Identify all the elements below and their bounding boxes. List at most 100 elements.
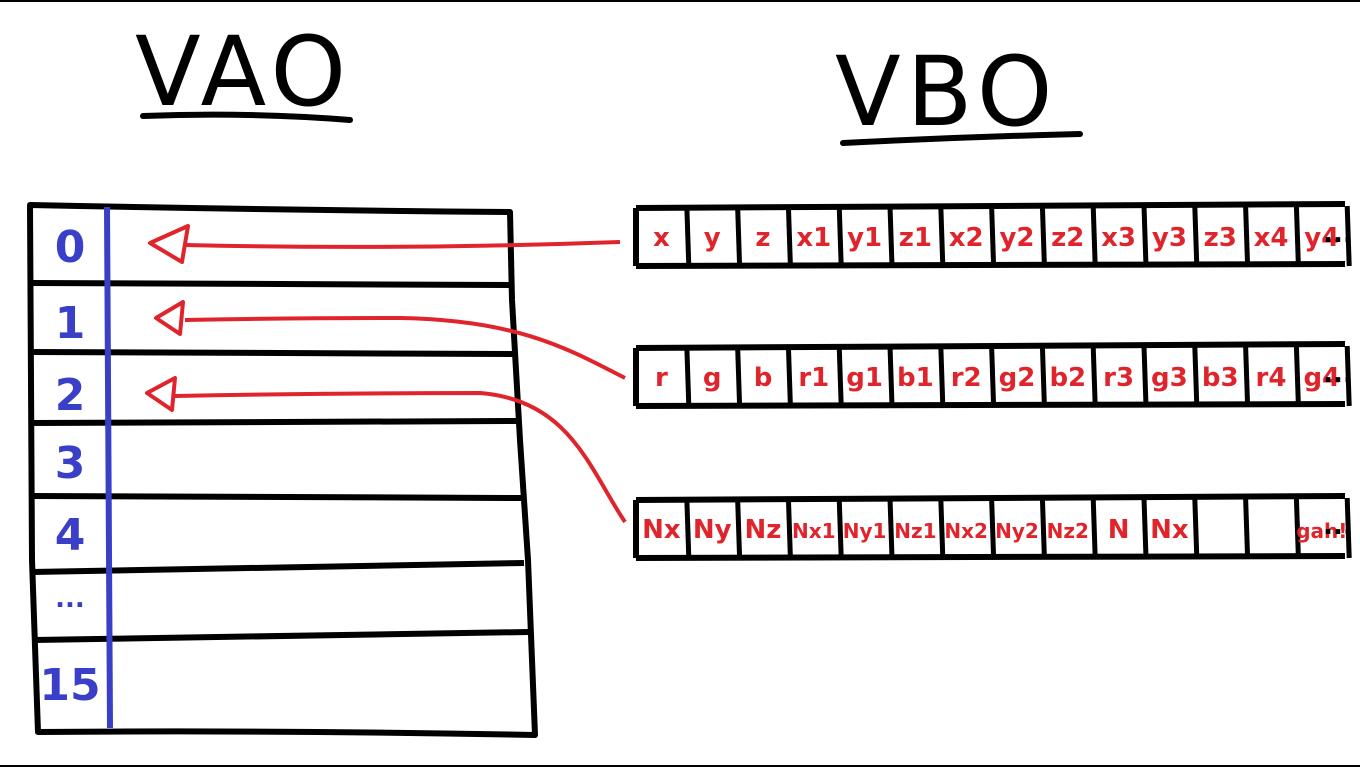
vao-row-divider [33,629,529,643]
vao-index-separator [104,206,113,729]
vbo-cell: x1 [796,223,831,253]
vbo-strip-top-edge [635,341,1346,351]
vbo-cell-divider [938,345,946,407]
arrowhead-slot1 [154,300,185,336]
arrowhead-slot0 [148,224,190,264]
vbo-strip-bottom-edge [635,261,1346,269]
vbo-cell: b [754,363,773,393]
vao-title-underline [140,111,353,123]
arrowhead-slot2 [145,376,177,412]
vbo-cell-divider [735,205,743,267]
vbo-cell: g2 [999,363,1036,393]
vbo-title: VBO [835,36,1058,148]
vbo-cell-divider [887,205,895,267]
vbo-cell-divider [785,345,793,407]
vbo-cell-divider [836,205,844,267]
vbo-cell-divider [1039,497,1047,559]
vbo-cell: b3 [1202,363,1239,393]
vbo-strip-ellipsis: ... [1323,359,1353,389]
vbo-cell: r3 [1103,363,1134,393]
vbo-cell-divider [989,497,997,559]
vbo-cell-divider [1141,345,1149,407]
vbo-cell: gah! [1296,519,1347,543]
attribute-arrows [145,224,627,524]
vao-row-divider [31,418,519,426]
vbo-cell-divider [1141,497,1149,559]
vbo-cell-divider [836,497,844,559]
vbo-cell-divider [1192,205,1200,267]
vbo-cell: Nz [745,515,782,545]
vbo-cell: y4 [1304,223,1339,253]
vbo-cell-divider [785,205,793,267]
vbo-strip-bottom-edge [635,553,1346,561]
vbo-cell-divider [1344,497,1352,559]
vao-slot-index: 3 [55,438,86,489]
arrow-vbo0-to-slot0 [184,240,621,249]
vbo-cell: z2 [1051,223,1084,253]
vbo-cell: r4 [1256,363,1287,393]
vbo-strip-ellipsis: ... [1323,511,1353,541]
vbo-cell: x [653,223,670,253]
vbo-cell-divider [785,497,793,559]
vbo-cell-divider [1293,205,1301,267]
vbo-cell-divider [1090,205,1098,267]
vbo-cell: b1 [897,363,934,393]
vbo-cell: g4 [1303,363,1340,393]
vbo-cell-divider [1293,345,1301,407]
vbo-cell: g3 [1151,363,1188,393]
vbo-cell: Ny [693,515,732,545]
vao-slot-index: 4 [55,510,86,561]
vbo-cell-divider [1344,205,1352,267]
vbo-cell: N [1108,515,1130,545]
vao-row-divider [31,280,513,288]
vbo-cell-divider [1243,497,1251,559]
vao-title: VAO [135,16,352,128]
vbo-cell-divider [1039,345,1047,407]
vbo-cell: Nx2 [944,519,988,543]
vao-slot-index: 1 [55,298,86,349]
vbo-cell-divider [1243,205,1251,267]
vbo-strip-colors: r g b r1 g1 b1 r2 g2 b2 r3 g3 b3 r4 g4... [633,341,1353,409]
vbo-cell: Ny1 [843,519,887,543]
vbo-cell-divider [1293,497,1301,559]
vbo-cell-divider [1243,345,1251,407]
vbo-cell: Nz2 [1047,519,1089,543]
vbo-cell-divider [684,497,692,559]
vbo-cell: r2 [951,363,982,393]
vbo-cell: r [655,363,668,393]
vbo-cell-divider [836,345,844,407]
vbo-cell-divider [989,345,997,407]
vbo-cell: r1 [798,363,829,393]
vbo-cell: y3 [1152,223,1187,253]
vbo-cell-divider [989,205,997,267]
vao-outline [27,202,538,738]
vbo-cell: g [703,363,722,393]
vbo-cell-divider [684,205,692,267]
vbo-strip-bottom-edge [635,401,1346,409]
vbo-cell: y2 [999,223,1034,253]
vbo-cell-divider [1141,205,1149,267]
vao-row-divider [31,349,515,357]
vbo-cell-divider [735,345,743,407]
vbo-cell: g1 [846,363,883,393]
vbo-cell: b2 [1049,363,1086,393]
vao-slot-index: 2 [55,370,86,421]
vbo-cell-divider [1192,345,1200,407]
vbo-title-underline [840,131,1083,146]
vbo-strip-top-edge [635,201,1346,211]
vao-slot-index: 15 [39,660,100,711]
vbo-cell-divider [938,497,946,559]
vbo-cell: Ny2 [995,519,1039,543]
vbo-cell: x3 [1101,223,1136,253]
vao-row-divider [31,493,523,501]
vbo-cell-divider [887,345,895,407]
vbo-strip-ellipsis: ... [1323,219,1353,249]
vbo-cell: y1 [847,223,882,253]
vbo-title-group: VBO [835,36,1083,148]
vbo-cell: Nx1 [792,519,836,543]
vbo-cell-divider [887,497,895,559]
vbo-cell-divider [1344,345,1352,407]
